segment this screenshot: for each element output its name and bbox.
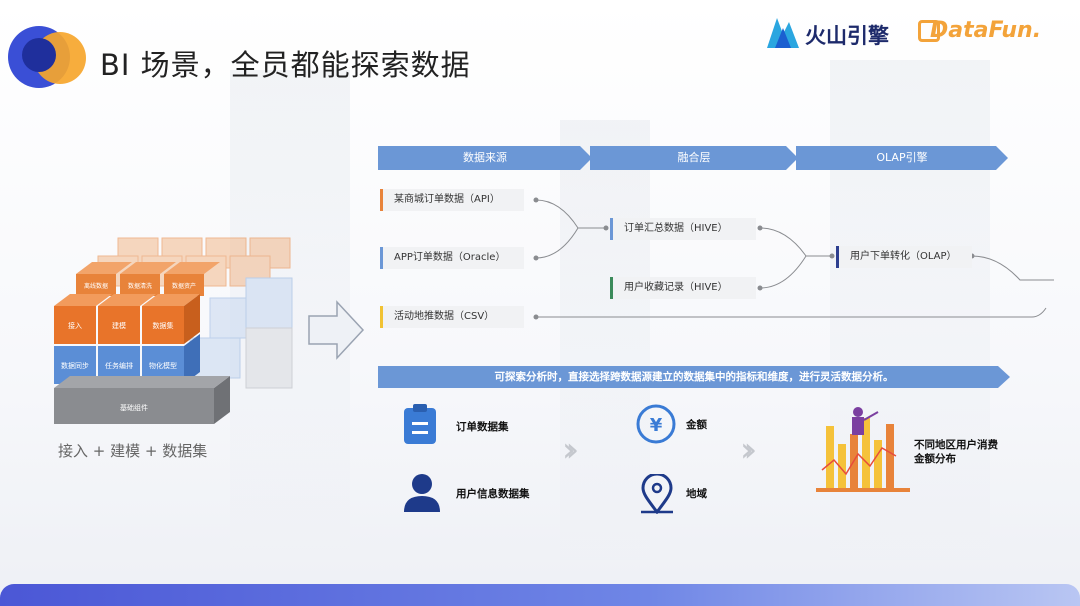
- source-campaign-csv: 活动地推数据（CSV）: [380, 306, 524, 328]
- volcano-icon: [767, 18, 799, 48]
- dimension-amount: 金额: [686, 419, 707, 431]
- result-label: 不同地区用户消费金额分布: [914, 439, 998, 465]
- cube-blue-label: 任务编排: [105, 361, 133, 370]
- dimension-region: 地域: [686, 488, 707, 500]
- yuan-currency-icon: ¥: [636, 404, 676, 444]
- datafun-mark-icon: [918, 20, 940, 42]
- cube-base-label: 基础组件: [120, 403, 148, 412]
- cube-blue-label: 物化模型: [149, 361, 177, 370]
- dataset-order: 订单数据集: [456, 421, 509, 433]
- cube-top-label: 数据资产: [172, 282, 196, 290]
- double-chevron-icon: ››: [562, 430, 579, 470]
- fusion-marker: [610, 218, 613, 240]
- datafun-logo: DataFun.: [918, 14, 1058, 50]
- source-app-oracle: APP订单数据（Oracle）: [380, 247, 524, 269]
- pipeline-connectors: [533, 197, 1054, 320]
- olap-label: 用户下单转化（OLAP）: [850, 251, 957, 262]
- source-label: APP订单数据（Oracle）: [394, 252, 506, 263]
- fusion-order-summary: 订单汇总数据（HIVE）: [610, 218, 756, 240]
- architecture-cube-illustration: 离线数据 数据清洗 数据资产 接入 建模 数据集 数据同步 任务编排 物化模型 …: [54, 237, 293, 424]
- source-marker: [380, 189, 383, 211]
- source-label: 某商城订单数据（API）: [394, 194, 500, 205]
- user-icon: [404, 474, 440, 512]
- stage-olap-engine: OLAP引擎: [796, 146, 1008, 170]
- cube-top-label: 离线数据: [84, 282, 108, 290]
- olap-marker: [836, 246, 839, 268]
- cube-orange-label: 数据集: [153, 321, 174, 330]
- fusion-label: 订单汇总数据（HIVE）: [624, 223, 728, 234]
- fusion-user-favorites: 用户收藏记录（HIVE）: [610, 277, 756, 299]
- right-arrow-icon: [308, 300, 365, 360]
- slide-logo-icon: [8, 26, 86, 90]
- stage-data-source: 数据来源: [378, 146, 592, 170]
- brand-volc-text: 火山引擎: [805, 24, 889, 48]
- cube-blue-label: 数据同步: [61, 361, 89, 370]
- cube-top-label: 数据清洗: [128, 282, 152, 290]
- source-marker: [380, 306, 383, 328]
- double-chevron-icon: ››: [740, 430, 757, 470]
- cube-orange-label: 建模: [112, 321, 126, 330]
- volcengine-logo: 火山引擎: [765, 14, 905, 52]
- clipboard-icon: [404, 404, 436, 444]
- dataset-user-info: 用户信息数据集: [456, 488, 530, 500]
- background-building: [560, 120, 650, 560]
- cube-caption: 接入 + 建模 + 数据集: [58, 442, 208, 460]
- fusion-label: 用户收藏记录（HIVE）: [624, 282, 728, 293]
- source-label: 活动地推数据（CSV）: [394, 311, 495, 322]
- brand-datafun-text: DataFun.: [930, 18, 1042, 43]
- location-pin-icon: [641, 474, 673, 514]
- stage-fusion-layer: 融合层: [590, 146, 798, 170]
- fusion-marker: [610, 277, 613, 299]
- footer-bar: [0, 584, 1080, 606]
- page-title: BI 场景，全员都能探索数据: [100, 48, 471, 82]
- analysis-banner: 可探索分析时，直接选择跨数据源建立的数据集中的指标和维度，进行灵活数据分析。: [378, 366, 1010, 388]
- olap-user-conversion: 用户下单转化（OLAP）: [836, 246, 972, 268]
- cube-orange-label: 接入: [68, 321, 82, 330]
- analyst-chart-illustration: [816, 407, 910, 492]
- svg-text:¥: ¥: [650, 415, 663, 436]
- source-mall-api: 某商城订单数据（API）: [380, 189, 524, 211]
- source-marker: [380, 247, 383, 269]
